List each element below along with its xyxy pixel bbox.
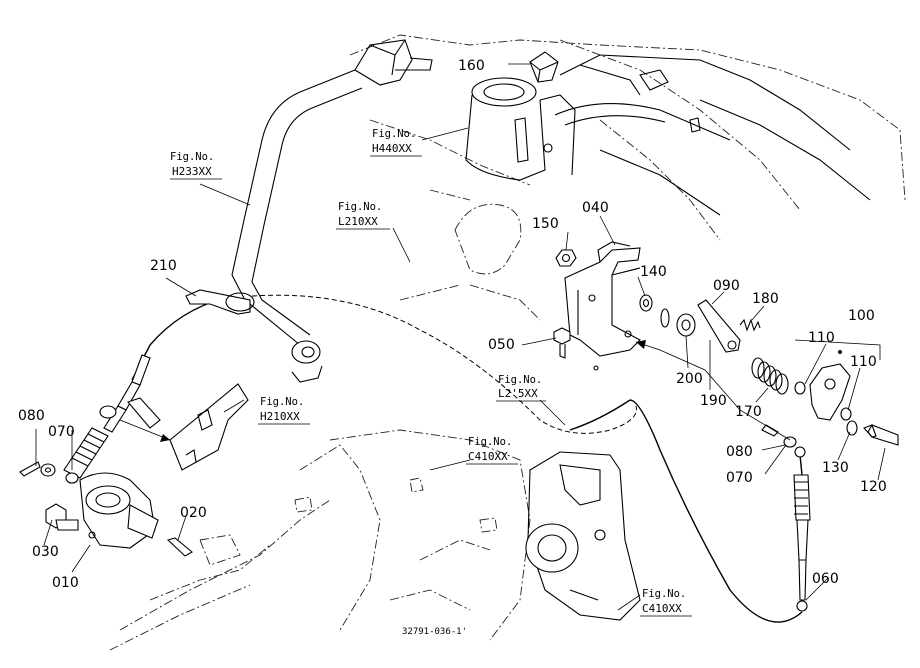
fig-code-h210: H210XX [260, 410, 300, 423]
label-140: 140 [640, 264, 667, 280]
fig-code-c410-right: C410XX [642, 602, 682, 615]
leader-lines [35, 63, 886, 611]
label-210: 210 [150, 258, 177, 274]
label-060: 060 [812, 571, 839, 587]
fig-code-h233: H233XX [172, 165, 212, 178]
part-020-pin [166, 537, 193, 557]
fig-code-h440: H440XX [372, 142, 412, 155]
part-170-spring [751, 357, 789, 395]
fig-label-h440: Fig.No. [372, 128, 416, 140]
seat-bracket [354, 39, 433, 86]
part-060-cable [251, 294, 811, 623]
label-200: 200 [676, 371, 703, 387]
part-050-bolt [553, 327, 571, 359]
drawing-serial: 32791-036-1' [402, 627, 467, 637]
label-070-right: 070 [726, 470, 753, 486]
part-labels: 160 040 150 140 050 200 190 090 180 170 … [18, 58, 887, 591]
part-210-tie [185, 289, 255, 315]
fig-label-c410-right: Fig.No. [642, 588, 686, 600]
label-010: 010 [52, 575, 79, 591]
part-190-washer [676, 313, 696, 337]
label-130: 130 [822, 460, 849, 476]
fig-label-c410-center: Fig.No. [468, 436, 512, 448]
fig-code-l210: L210XX [338, 215, 378, 228]
part-200-ring [660, 308, 670, 328]
fig-label-l210: Fig.No. [338, 201, 382, 213]
label-090: 090 [713, 278, 740, 294]
part-120-bolt [863, 423, 899, 446]
part-140-washer [639, 294, 653, 312]
left-cable-assembly [63, 297, 226, 484]
fig-label-h210: Fig.No. [260, 396, 304, 408]
label-030: 030 [32, 544, 59, 560]
pedal-bracket [119, 383, 249, 471]
part-130-washer [846, 420, 858, 436]
label-110-right: 110 [850, 354, 877, 370]
fig-code-c410-center: C410XX [468, 450, 508, 463]
part-150-nut [555, 249, 577, 267]
shift-tower [465, 77, 576, 181]
part-100-arm [794, 339, 881, 421]
label-080-right: 080 [726, 444, 753, 460]
label-040: 040 [582, 200, 609, 216]
label-080-left: 080 [18, 408, 45, 424]
part-070-washer-right [783, 436, 797, 448]
fig-label-l215: Fig.No. [498, 374, 542, 386]
label-150: 150 [532, 216, 559, 232]
label-190: 190 [700, 393, 727, 409]
background-frame [109, 34, 906, 651]
rear-housing [525, 451, 641, 621]
label-160: 160 [458, 58, 485, 74]
label-050: 050 [488, 337, 515, 353]
label-100: 100 [848, 308, 875, 324]
part-080-pin-right [761, 424, 779, 437]
figure-references: Fig.No. H233XX Fig.No. H440XX Fig.No. L2… [170, 128, 692, 617]
part-090-lever [697, 299, 741, 353]
right-panel [554, 54, 871, 216]
part-080-pin-left [19, 461, 41, 477]
part-070-washer-left [40, 463, 56, 477]
label-070-left: 070 [48, 424, 75, 440]
part-180-spring [739, 318, 761, 332]
label-180: 180 [752, 291, 779, 307]
part-010-cylinder [79, 472, 159, 549]
label-020: 020 [180, 505, 207, 521]
part-040-bracket [564, 241, 641, 371]
label-170: 170 [735, 404, 762, 420]
part-030-bolt [45, 503, 79, 531]
label-110-upper: 110 [808, 330, 835, 346]
fig-label-h233: Fig.No. [170, 151, 214, 163]
fig-code-l215: L2'5XX [498, 387, 538, 400]
label-120: 120 [860, 479, 887, 495]
part-160-knob [529, 51, 559, 83]
